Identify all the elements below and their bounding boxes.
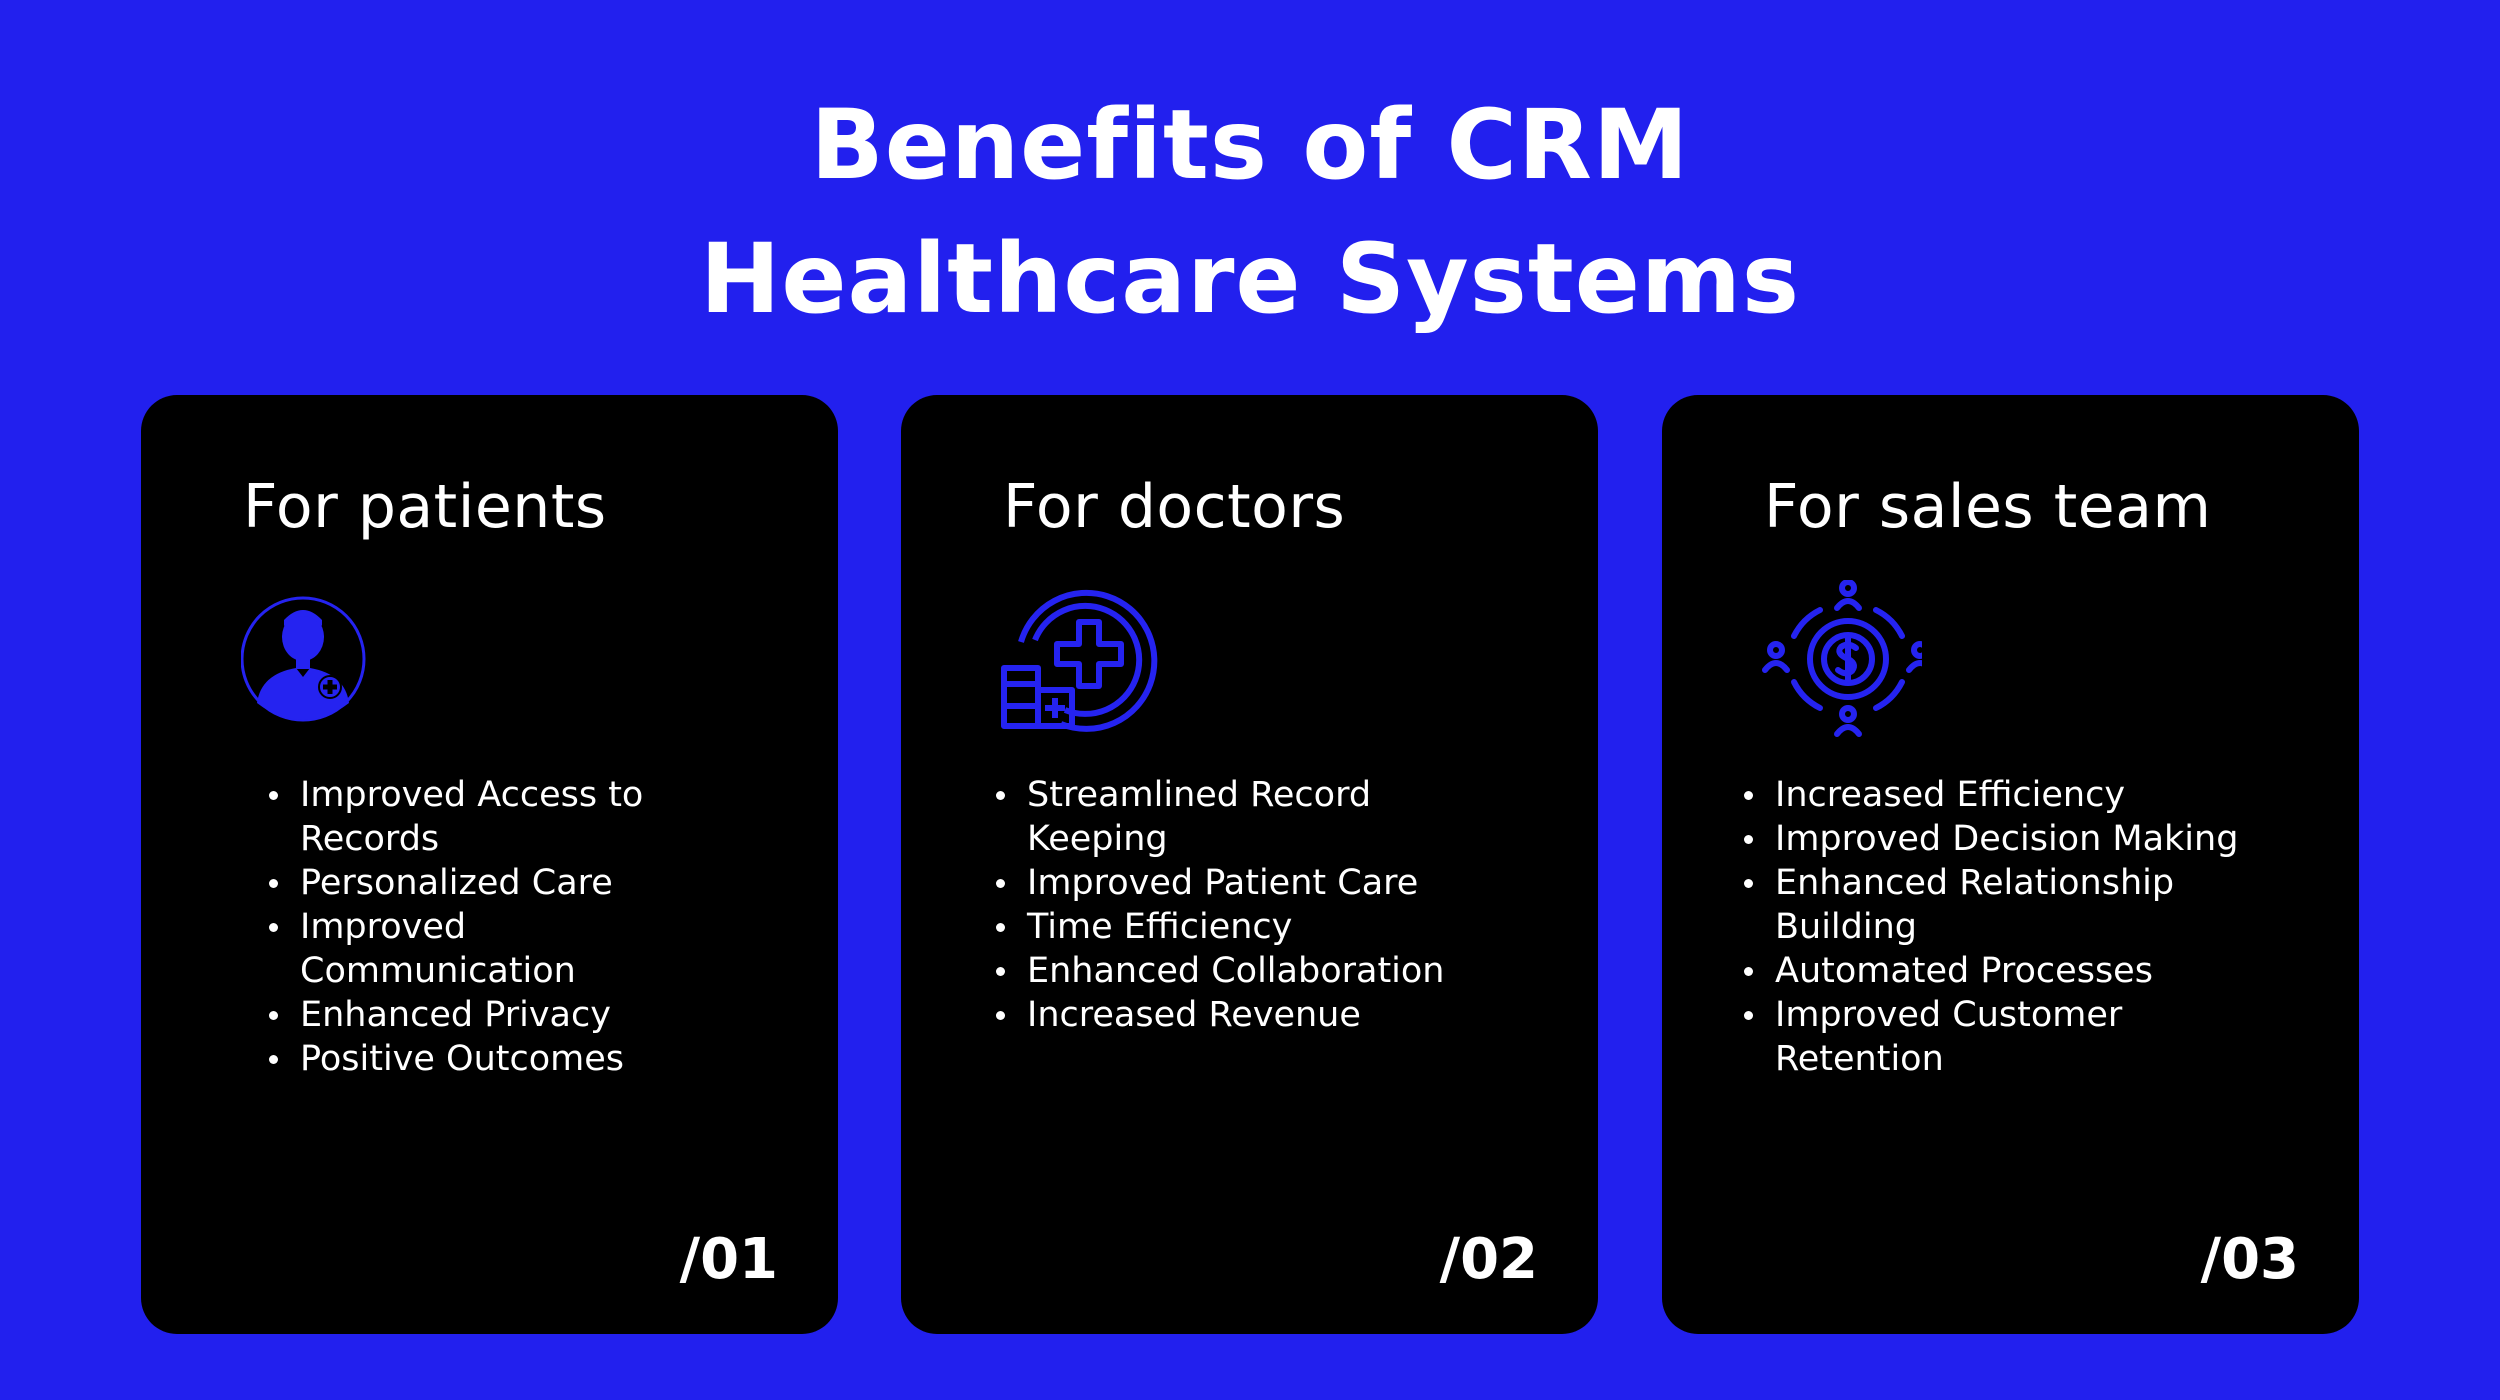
benefit-list: Streamlined Record Keeping Improved Pati…: [994, 773, 1494, 1037]
medical-records-icon: [1001, 580, 1161, 740]
card-number: /02: [1439, 1227, 1538, 1292]
list-item: Increased Efficiency: [1742, 773, 2262, 817]
list-item: Positive Outcomes: [267, 1037, 727, 1081]
list-item: Improved Communication: [267, 905, 727, 993]
patient-icon: [241, 580, 401, 740]
card-heading: For doctors: [1003, 472, 1346, 542]
list-item: Improved Access to Records: [267, 773, 727, 861]
page-title-line-1: Benefits of CRM: [810, 89, 1690, 201]
card-heading: For sales team: [1764, 472, 2212, 542]
card-number: /01: [679, 1227, 778, 1292]
list-item: Streamlined Record Keeping: [994, 773, 1494, 861]
list-item: Improved Patient Care: [994, 861, 1494, 905]
card-sales-team: For sales team Increased Efficiency Impr…: [1662, 395, 2359, 1334]
card-patients: For patients Improved Access to Records …: [141, 395, 838, 1334]
page-title-line-2: Healthcare Systems: [700, 223, 1800, 335]
sales-team-money-icon: [1762, 580, 1922, 740]
card-number: /03: [2200, 1227, 2299, 1292]
benefit-list: Increased Efficiency Improved Decision M…: [1742, 773, 2262, 1081]
list-item: Enhanced Collaboration: [994, 949, 1494, 993]
benefit-list: Improved Access to Records Personalized …: [267, 773, 727, 1081]
page-title: Benefits of CRM Healthcare Systems: [0, 78, 2500, 346]
list-item: Increased Revenue: [994, 993, 1494, 1037]
card-heading: For patients: [243, 472, 607, 542]
list-item: Enhanced Relationship Building: [1742, 861, 2262, 949]
list-item: Personalized Care: [267, 861, 727, 905]
list-item: Improved Customer Retention: [1742, 993, 2262, 1081]
list-item: Improved Decision Making: [1742, 817, 2262, 861]
list-item: Time Efficiency: [994, 905, 1494, 949]
list-item: Enhanced Privacy: [267, 993, 727, 1037]
list-item: Automated Processes: [1742, 949, 2262, 993]
card-doctors: For doctors Streamlined Record Keeping I…: [901, 395, 1598, 1334]
